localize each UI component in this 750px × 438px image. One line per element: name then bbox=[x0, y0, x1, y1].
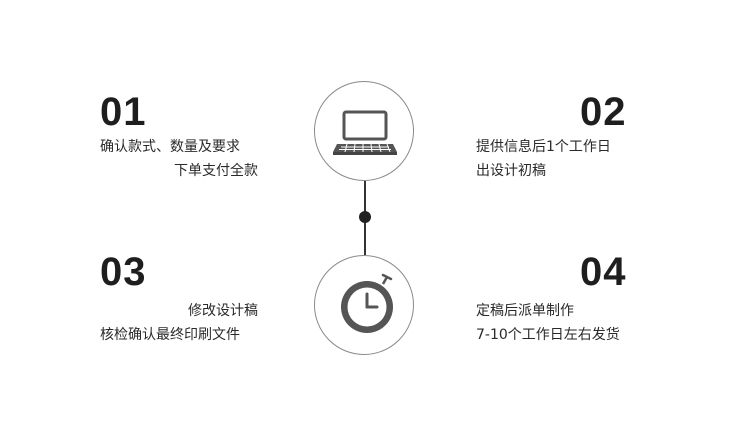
step-02-number: 02 bbox=[580, 90, 627, 134]
step-01-line-2: 下单支付全款 bbox=[174, 163, 258, 179]
stopwatch-circle bbox=[314, 255, 414, 355]
step-04-line-2: 7-10个工作日左右发货 bbox=[476, 327, 620, 343]
laptop-circle bbox=[314, 81, 414, 181]
step-03-line-2: 核检确认最终印刷文件 bbox=[100, 327, 240, 343]
step-03-number: 03 bbox=[100, 250, 147, 294]
timeline-dot bbox=[359, 211, 371, 223]
step-02-line-1: 提供信息后1个工作日 bbox=[476, 139, 611, 155]
step-01-line-1: 确认款式、数量及要求 bbox=[100, 139, 240, 155]
step-04-number: 04 bbox=[580, 250, 627, 294]
laptop-icon bbox=[333, 110, 397, 155]
step-04-line-1: 定稿后派单制作 bbox=[476, 303, 574, 319]
step-01-number: 01 bbox=[100, 90, 147, 134]
stopwatch-icon bbox=[341, 273, 393, 333]
step-02-line-2: 出设计初稿 bbox=[476, 163, 546, 179]
step-03-line-1: 修改设计稿 bbox=[188, 303, 258, 319]
